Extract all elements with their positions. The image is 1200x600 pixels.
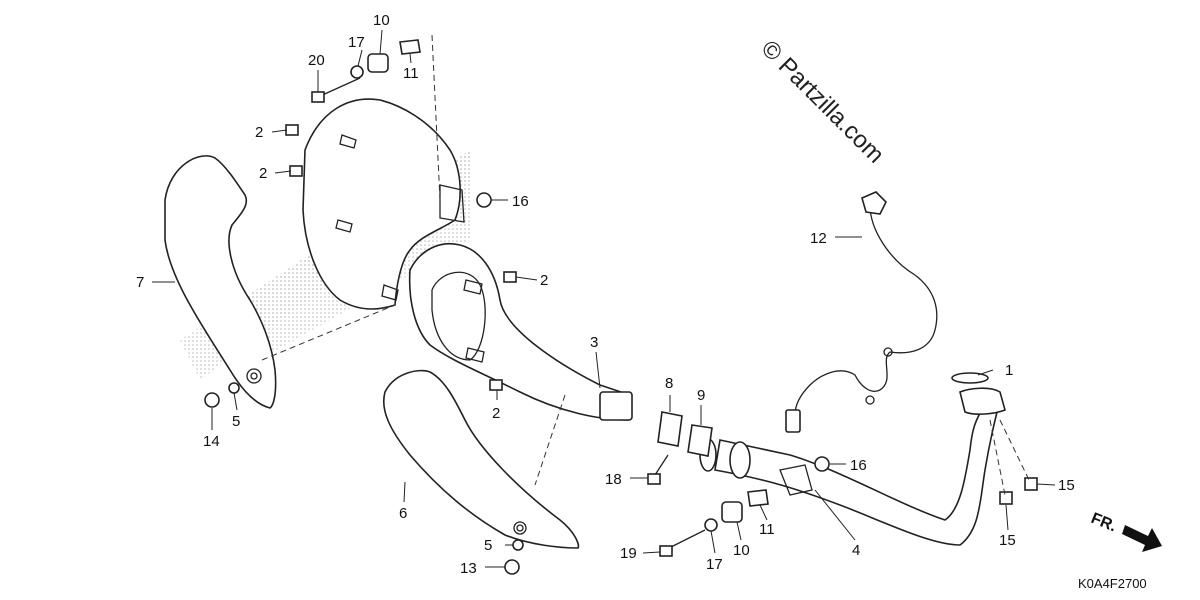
callout-4[interactable]: 4 (852, 542, 860, 559)
part-5-grommet-b[interactable] (512, 539, 524, 551)
front-direction-indicator: FR. (1089, 510, 1162, 552)
part-18-bolt-head (647, 473, 661, 485)
callout-11a[interactable]: 11 (403, 65, 419, 82)
part-17-washer-bottom[interactable] (704, 518, 718, 532)
callout-1[interactable]: 1 (1005, 362, 1013, 379)
fr-arrow-icon (1122, 525, 1162, 552)
callout-16b[interactable]: 16 (850, 457, 867, 474)
part-9-gasket[interactable] (687, 424, 713, 457)
callout-12[interactable]: 12 (810, 230, 827, 247)
callout-2a[interactable]: 2 (255, 124, 263, 141)
callout-10a[interactable]: 10 (373, 12, 390, 29)
part-2-clip-d[interactable] (489, 379, 503, 391)
callout-18[interactable]: 18 (605, 471, 622, 488)
part-15-nut-b[interactable] (999, 491, 1013, 505)
callout-17b[interactable]: 17 (706, 556, 723, 573)
callout-2c[interactable]: 2 (540, 272, 548, 289)
callout-5a[interactable]: 5 (232, 413, 240, 430)
callout-11b[interactable]: 11 (759, 521, 775, 538)
assembly-dashed-lines (261, 34, 1031, 496)
fr-label: FR. (1089, 510, 1119, 535)
part-10-collar-top[interactable] (367, 53, 389, 73)
callout-5b[interactable]: 5 (484, 537, 492, 554)
part-11-bolt-bottom[interactable] (747, 489, 769, 507)
part-20-bolt-head (311, 91, 325, 103)
callout-16a[interactable]: 16 (512, 193, 529, 210)
part-13-screw[interactable] (504, 559, 520, 575)
part-2-clip-b[interactable] (289, 165, 303, 177)
part-19-bolt-head (659, 545, 673, 557)
callout-8[interactable]: 8 (665, 375, 673, 392)
callout-3[interactable]: 3 (590, 334, 598, 351)
callout-10b[interactable]: 10 (733, 542, 750, 559)
leader-lines (152, 29, 1056, 568)
part-10-collar-bottom[interactable] (721, 501, 743, 523)
callout-19[interactable]: 19 (620, 545, 637, 562)
callout-13[interactable]: 13 (460, 560, 477, 577)
part-12-oxygen-sensor[interactable] (785, 191, 938, 433)
part-11-bolt-top[interactable] (399, 39, 421, 55)
part-16-nut-upper[interactable] (476, 192, 492, 208)
part-16-nut-lower[interactable] (814, 456, 830, 472)
callout-6[interactable]: 6 (399, 505, 407, 522)
callout-2d[interactable]: 2 (492, 405, 500, 422)
callout-9[interactable]: 9 (697, 387, 705, 404)
fasteners (204, 39, 1038, 575)
part-18-bolt[interactable] (654, 454, 669, 476)
part-7-heat-shield[interactable] (164, 155, 277, 409)
part-14-screw[interactable] (204, 392, 220, 408)
callout-labels: 1 2 2 2 2 3 4 5 5 6 7 8 9 10 10 11 11 12… (136, 12, 1075, 577)
part-6-heat-shield-lower[interactable] (383, 369, 580, 549)
part-2-clip-c[interactable] (503, 271, 517, 283)
callout-15b[interactable]: 15 (999, 532, 1016, 549)
callout-17a[interactable]: 17 (348, 34, 365, 51)
callout-20[interactable]: 20 (308, 52, 325, 69)
part-2-clip-a[interactable] (285, 124, 299, 136)
part-1-gasket-ring[interactable] (951, 372, 989, 384)
callout-2b[interactable]: 2 (259, 165, 267, 182)
partzilla-watermark: © Partzilla.com (756, 35, 889, 168)
part-8-gasket[interactable] (657, 411, 683, 447)
callout-7[interactable]: 7 (136, 274, 144, 291)
part-3-muffler[interactable] (302, 98, 633, 421)
part-17-washer-top[interactable] (350, 65, 364, 79)
callout-15a[interactable]: 15 (1058, 477, 1075, 494)
part-5-grommet-a[interactable] (228, 382, 240, 394)
callout-14[interactable]: 14 (203, 433, 220, 450)
part-20-bolt[interactable] (317, 77, 361, 98)
diagram-code: K0A4F2700 (1078, 576, 1147, 591)
part-15-nut-a[interactable] (1024, 477, 1038, 491)
